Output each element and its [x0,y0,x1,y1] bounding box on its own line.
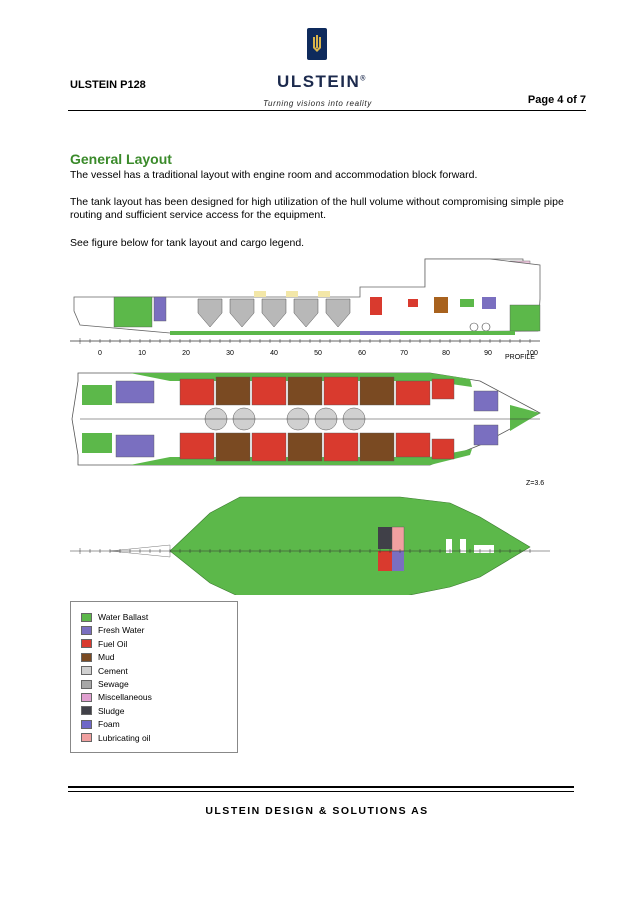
footer-rule [68,786,574,788]
ulstein-logo-icon [307,28,327,60]
legend-item: Foam [81,718,120,730]
legend-label: Fuel Oil [98,638,128,649]
scale-tick: 80 [442,350,450,357]
legend-item: Cement [81,665,128,677]
page-number: Page 4 of 7 [527,94,586,106]
legend-swatch [81,639,92,649]
tagline: Turning visions into reality [263,99,372,108]
legend-swatch [81,733,92,743]
legend-label: Sludge [98,705,125,716]
legend-label: Lubricating oil [98,732,151,743]
legend-item: Fresh Water [81,624,144,636]
scale-tick: 90 [484,350,492,357]
legend-label: Mud [98,652,115,663]
profile-label: PROFILE [505,354,535,361]
footer-company: ULSTEIN DESIGN & SOLUTIONS AS [205,805,429,817]
tank-plan-view [71,372,541,466]
legend-swatch [81,706,92,716]
paragraph-3: See figure below for tank layout and car… [70,237,305,249]
scale-tick: 10 [138,350,146,357]
profile-scale: 0 10 20 30 40 50 60 70 80 90 100 PROFILE [70,338,540,361]
scale-tick: 30 [226,350,234,357]
legend-swatch [81,612,92,622]
scale-tick: 100 [526,350,538,357]
footer-rule-thin [68,791,574,792]
legend-label: Fresh Water [98,625,145,636]
legend-item: Water Ballast [81,611,148,623]
scale-tick: 70 [400,350,408,357]
legend-swatch [81,652,92,662]
scale-tick: 60 [358,350,366,357]
legend-item: Lubricating oil [81,732,150,744]
legend-swatch [81,679,92,689]
legend-item: Fuel Oil [81,638,127,650]
doc-id: ULSTEIN P128 [70,79,146,91]
legend-item: Miscellaneous [81,691,152,703]
legend-swatch [81,666,92,676]
profile-view [73,258,541,335]
header-rule [68,110,586,111]
section-title: General Layout [70,151,172,167]
legend-item: Sewage [81,678,129,690]
legend-swatch [81,625,92,635]
paragraph-2: The tank layout has been designed for hi… [70,196,564,221]
legend-label: Sewage [98,679,129,689]
legend-item: Mud [81,651,115,663]
tank-layout-figure: 0 10 20 30 40 50 60 70 80 90 100 PROFILE [70,258,550,595]
legend-label: Water Ballast [98,612,149,622]
scale-tick: 20 [182,350,190,357]
double-bottom-view [70,496,550,595]
legend-swatch [81,719,92,729]
scale-tick: 50 [314,350,322,357]
scale-tick: 0 [98,350,102,357]
legend-item: Sludge [81,705,124,717]
legend-label: Cement [98,665,128,676]
z-label: Z=3.6 [526,480,544,487]
legend-swatch [81,692,92,702]
legend-label: Miscellaneous [98,692,152,703]
legend-label: Foam [98,719,120,730]
logo-wordmark: ULSTEIN® [277,72,367,91]
paragraph-1: The vessel has a traditional layout with… [70,169,478,181]
scale-tick: 40 [270,350,278,357]
